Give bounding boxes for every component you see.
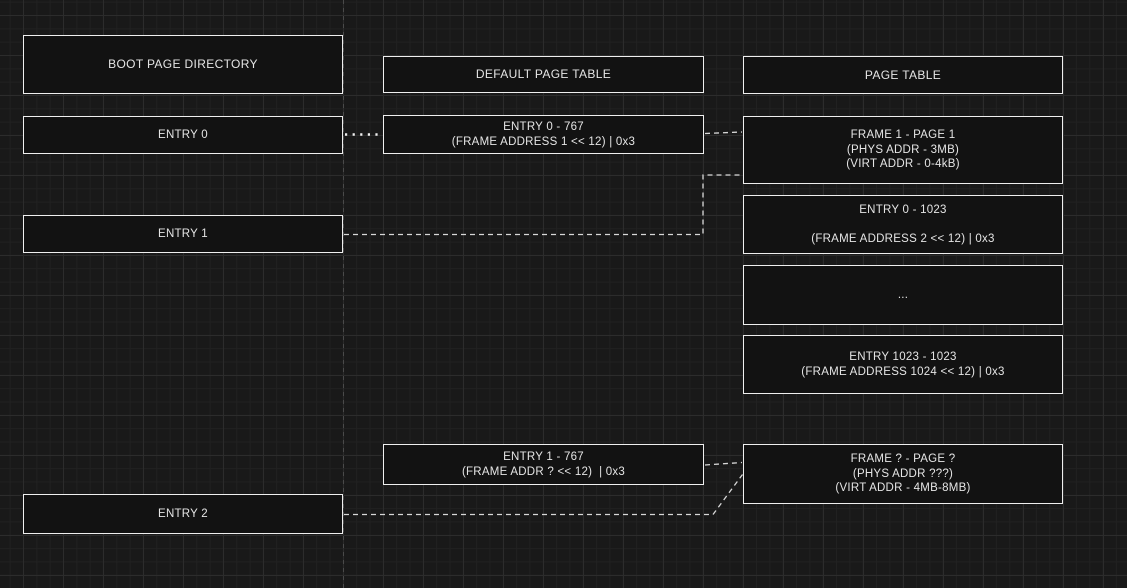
page-table-ellipsis-box[interactable]: ... [743,265,1063,325]
page-table-ellipsis-label: ... [897,288,909,301]
page-table-title: PAGE TABLE [864,67,942,82]
edge-entry1-to-frame1 [344,174,742,236]
page-table-entry-0-1023-label: ENTRY 0 - 1023 (FRAME ADDRESS 2 << 12) |… [811,203,995,245]
directory-entry-1-box[interactable]: ENTRY 1 [23,215,343,253]
page-table-entry-1023-1023-box[interactable]: ENTRY 1023 - 1023 (FRAME ADDRESS 1024 <<… [743,335,1063,394]
directory-entry-0-box[interactable]: ENTRY 0 [23,116,343,154]
default-table-entry-1-767-box[interactable]: ENTRY 1 - 767 (FRAME ADDR ? << 12) | 0x3 [383,444,704,485]
edge-pt-entry0-767-to-frame1 [704,131,743,135]
boot-page-directory-title: BOOT PAGE DIRECTORY [108,57,258,72]
directory-entry-1-label: ENTRY 1 [158,227,208,240]
frame-unknown-page-label: FRAME ? - PAGE ? (PHYS ADDR ???) (VIRT A… [835,453,971,495]
default-page-table-title: DEFAULT PAGE TABLE [475,67,612,82]
default-table-entry-1-767-label: ENTRY 1 - 767 (FRAME ADDR ? << 12) | 0x3 [461,451,626,478]
page-table-entry-1023-1023-label: ENTRY 1023 - 1023 (FRAME ADDRESS 1024 <<… [801,351,1005,378]
frame-1-page-1-label: FRAME 1 - PAGE 1 (PHYS ADDR - 3MB) (VIRT… [846,129,960,171]
default-page-table-title-box[interactable]: DEFAULT PAGE TABLE [383,56,704,93]
frame-1-page-1-box[interactable]: FRAME 1 - PAGE 1 (PHYS ADDR - 3MB) (VIRT… [743,116,1063,184]
boot-page-directory-title-box[interactable]: BOOT PAGE DIRECTORY [23,35,343,94]
default-table-entry-0-767-box[interactable]: ENTRY 0 - 767 (FRAME ADDRESS 1 << 12) | … [383,115,704,154]
directory-entry-2-box[interactable]: ENTRY 2 [23,494,343,534]
default-table-entry-0-767-label: ENTRY 0 - 767 (FRAME ADDRESS 1 << 12) | … [451,121,636,148]
directory-entry-0-label: ENTRY 0 [158,128,208,141]
page-table-entry-0-1023-box[interactable]: ENTRY 0 - 1023 (FRAME ADDRESS 2 << 12) |… [743,195,1063,254]
directory-entry-2-label: ENTRY 2 [158,507,208,520]
edge-pt-entry1-767-to-frame-q [704,461,743,466]
page-table-title-box[interactable]: PAGE TABLE [743,56,1063,94]
frame-unknown-page-box[interactable]: FRAME ? - PAGE ? (PHYS ADDR ???) (VIRT A… [743,444,1063,504]
